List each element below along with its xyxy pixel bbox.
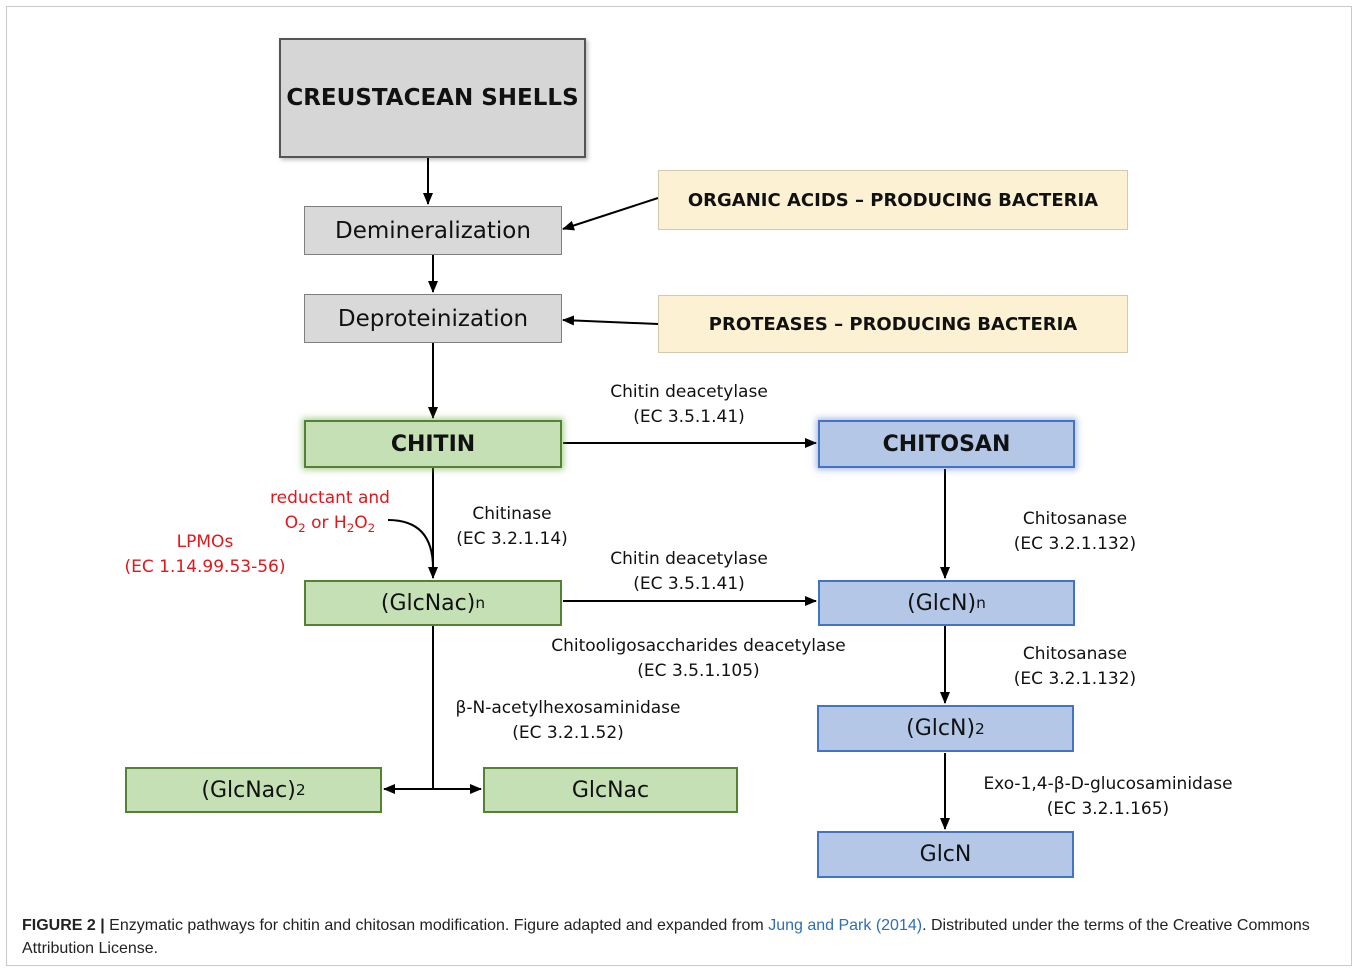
caption-text-1: Enzymatic pathways for chitin and chitos… bbox=[104, 917, 769, 934]
enzyme-ec: (EC 3.2.1.14) bbox=[456, 529, 568, 549]
label-reductant: reductant and O2 or H2O2 bbox=[255, 486, 405, 536]
node-demineralization: Demineralization bbox=[304, 206, 562, 255]
enzyme-name: Exo-1,4-β-D-glucosaminidase bbox=[983, 774, 1233, 794]
node-proteases-label: PROTEASES – PRODUCING BACTERIA bbox=[708, 313, 1078, 335]
node-chitosan-label: CHITOSAN bbox=[882, 431, 1011, 457]
enzyme-name: Chitin deacetylase bbox=[610, 549, 768, 569]
node-deproteinization: Deproteinization bbox=[304, 294, 562, 343]
label-chitosanase-2: Chitosanase (EC 3.2.1.132) bbox=[1000, 642, 1150, 692]
label-chitosanase-1: Chitosanase (EC 3.2.1.132) bbox=[1000, 507, 1150, 557]
caption-figure-number: FIGURE 2 | bbox=[22, 917, 105, 934]
node-glcn-2-label: (GlcN) bbox=[906, 716, 976, 741]
node-glcn-n-label: (GlcN) bbox=[907, 590, 977, 616]
enzyme-name: Chitosanase bbox=[1022, 644, 1128, 664]
arrow-proteases-to-deproteinization bbox=[562, 315, 659, 326]
enzyme-name: Chitinase bbox=[472, 504, 552, 524]
caption-text-2: . Distributed under the terms of the Cre… bbox=[22, 917, 1310, 957]
node-glcnac-n: (GlcNac)n bbox=[304, 580, 562, 626]
enzyme-ec: (EC 3.2.1.165) bbox=[1046, 799, 1170, 819]
arrow-reductant-curve bbox=[387, 519, 434, 569]
reductant-o2-sub: 2 bbox=[367, 521, 376, 536]
label-exo-glucosaminidase: Exo-1,4-β-D-glucosaminidase (EC 3.2.1.16… bbox=[968, 772, 1248, 822]
node-glcnac-label: GlcNac bbox=[571, 777, 650, 803]
node-chitin-label: CHITIN bbox=[390, 431, 476, 457]
figure-frame bbox=[6, 6, 1352, 966]
node-chitosan: CHITOSAN bbox=[818, 420, 1075, 468]
reductant-h-sub: 2 bbox=[346, 521, 355, 536]
enzyme-ec: (EC 3.2.1.132) bbox=[1013, 669, 1137, 689]
node-glcnac-n-label: (GlcNac) bbox=[380, 590, 476, 616]
label-chitooligosaccharides-deacetylase: Chitooligosaccharides deacetylase (EC 3.… bbox=[536, 634, 861, 684]
node-glcn-n: (GlcN)n bbox=[818, 580, 1075, 626]
node-demineralization-label: Demineralization bbox=[335, 217, 531, 244]
enzyme-name: β-N-acetylhexosaminidase bbox=[455, 698, 681, 718]
enzyme-name: Chitooligosaccharides deacetylase bbox=[551, 636, 846, 656]
node-glcn-label: GlcN bbox=[919, 842, 972, 867]
enzyme-ec: (EC 3.2.1.52) bbox=[512, 723, 624, 743]
label-hexosaminidase: β-N-acetylhexosaminidase (EC 3.2.1.52) bbox=[440, 696, 696, 746]
node-glcnac-2-label: (GlcNac) bbox=[201, 777, 296, 803]
enzyme-ec: (EC 3.5.1.41) bbox=[633, 574, 745, 594]
reductant-line2: O2 or H2O2 bbox=[255, 511, 405, 536]
label-chitin-deacetylase-1: Chitin deacetylase (EC 3.5.1.41) bbox=[584, 380, 794, 430]
node-organic-acids-label: ORGANIC ACIDS – PRODUCING BACTERIA bbox=[687, 189, 1099, 211]
node-glcnac: GlcNac bbox=[483, 767, 738, 813]
reductant-or-h: or H bbox=[305, 513, 347, 533]
enzyme-ec: (EC 3.5.1.41) bbox=[633, 407, 745, 427]
node-organic-acids-bacteria: ORGANIC ACIDS – PRODUCING BACTERIA bbox=[658, 170, 1128, 230]
node-deproteinization-label: Deproteinization bbox=[337, 305, 529, 332]
node-glcn: GlcN bbox=[817, 831, 1074, 878]
arrow-organic-acids-to-demineralization bbox=[562, 197, 659, 231]
label-chitinase: Chitinase (EC 3.2.1.14) bbox=[442, 502, 582, 552]
node-crustacean-shells: CREUSTACEAN SHELLS bbox=[279, 38, 586, 158]
node-glcn-2: (GlcN)2 bbox=[817, 705, 1074, 752]
enzyme-name: Chitin deacetylase bbox=[610, 382, 768, 402]
enzyme-name: LPMOs bbox=[176, 532, 234, 552]
enzyme-name: Chitosanase bbox=[1022, 509, 1128, 529]
enzyme-ec: (EC 3.2.1.132) bbox=[1013, 534, 1137, 554]
label-lpmos: LPMOs (EC 1.14.99.53-56) bbox=[110, 530, 300, 580]
reductant-line1: reductant and bbox=[270, 488, 390, 508]
node-crustacean-shells-label: CREUSTACEAN SHELLS bbox=[286, 85, 579, 111]
node-chitin: CHITIN bbox=[304, 420, 562, 468]
reductant-o2: O bbox=[354, 513, 368, 533]
figure-caption: FIGURE 2 | Enzymatic pathways for chitin… bbox=[22, 914, 1342, 960]
reductant-o: O bbox=[284, 513, 299, 533]
node-glcnac-2: (GlcNac)2 bbox=[125, 767, 382, 813]
label-chitin-deacetylase-2: Chitin deacetylase (EC 3.5.1.41) bbox=[584, 547, 794, 597]
enzyme-ec: (EC 3.5.1.105) bbox=[637, 661, 760, 681]
reductant-o-sub: 2 bbox=[298, 521, 306, 536]
node-proteases-bacteria: PROTEASES – PRODUCING BACTERIA bbox=[658, 295, 1128, 353]
enzyme-ec: (EC 1.14.99.53-56) bbox=[124, 557, 286, 577]
caption-reference-link[interactable]: Jung and Park (2014) bbox=[768, 917, 923, 934]
